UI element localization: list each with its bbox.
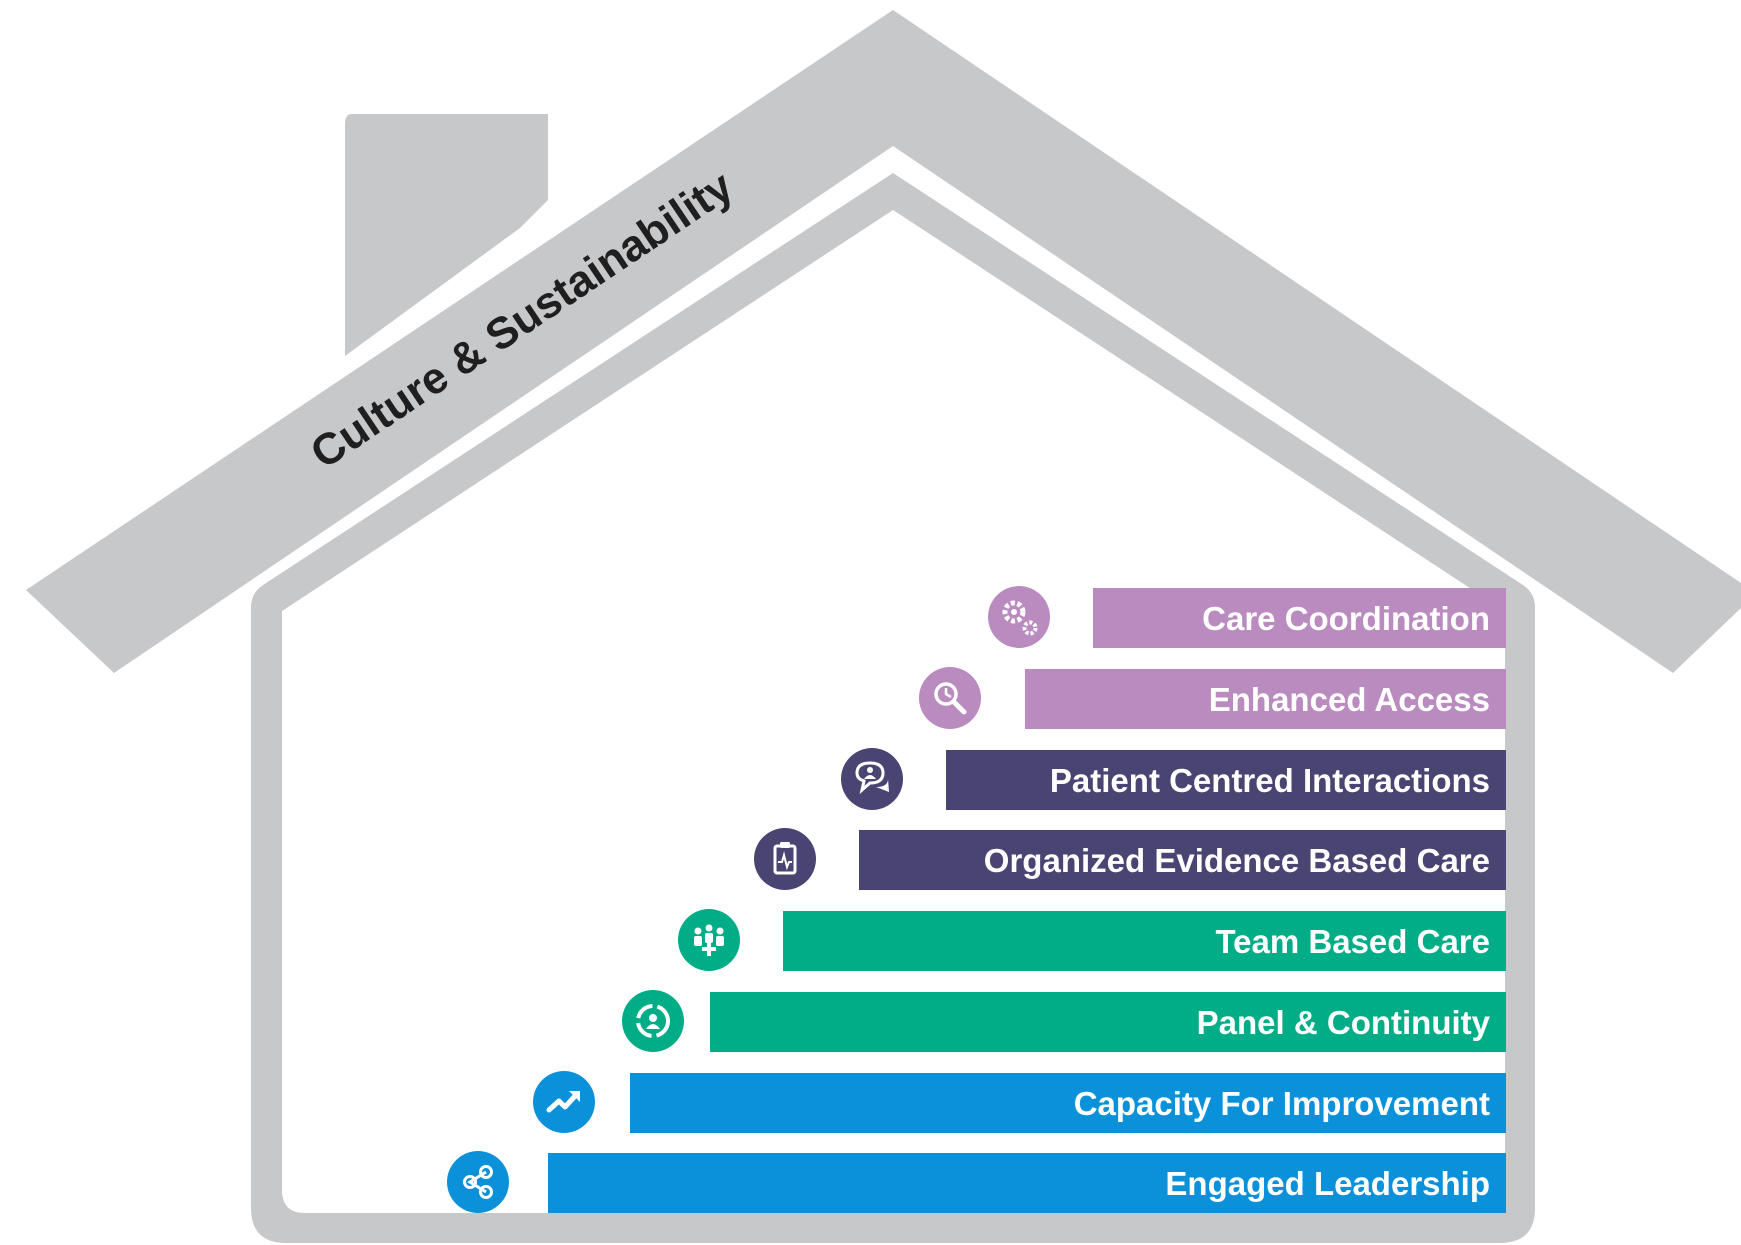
step-5: Team Based Care [678, 909, 1506, 971]
magnifier-clock-icon-glyph [934, 682, 967, 715]
step-label: Enhanced Access [1209, 681, 1490, 718]
share-nodes-icon [447, 1151, 509, 1213]
step-bar [859, 830, 1506, 890]
gears-icon [988, 586, 1050, 648]
step-bar [630, 1073, 1506, 1133]
step-4: Organized Evidence Based Care [754, 828, 1506, 890]
magnifier-clock-icon [919, 667, 981, 729]
cycle-person-icon [622, 990, 684, 1052]
step-label: Care Coordination [1202, 600, 1490, 637]
team-plus-icon [678, 909, 740, 971]
step-label: Capacity For Improvement [1074, 1085, 1490, 1122]
clipboard-pulse-icon [754, 828, 816, 890]
step-bar [1025, 669, 1506, 729]
chat-person-icon [841, 748, 903, 810]
step-bar [1093, 588, 1506, 648]
step-bar [783, 911, 1506, 971]
step-6: Panel & Continuity [622, 990, 1506, 1052]
clipboard-pulse-icon-glyph [773, 842, 797, 875]
step-bar [946, 750, 1506, 810]
roof [26, 10, 1741, 673]
step-bar [710, 992, 1506, 1052]
step-7: Capacity For Improvement [533, 1071, 1506, 1133]
step-label: Patient Centred Interactions [1050, 762, 1490, 799]
team-plus-icon-glyph [694, 924, 724, 956]
trend-up-icon-glyph [546, 1091, 580, 1113]
step-2: Enhanced Access [919, 667, 1506, 729]
chimney [345, 114, 548, 356]
step-bar [548, 1153, 1506, 1213]
step-8: Engaged Leadership [447, 1151, 1506, 1213]
step-label: Organized Evidence Based Care [984, 842, 1490, 879]
chat-person-icon-glyph [855, 761, 889, 795]
step-label: Panel & Continuity [1197, 1004, 1491, 1041]
step-3: Patient Centred Interactions [841, 748, 1506, 810]
gears-icon-glyph [1002, 600, 1038, 636]
share-nodes-icon-glyph [463, 1165, 493, 1199]
cycle-person-icon-glyph [636, 1004, 670, 1038]
step-1: Care Coordination [988, 586, 1506, 648]
step-label: Team Based Care [1215, 923, 1490, 960]
step-label: Engaged Leadership [1165, 1165, 1490, 1202]
trend-up-icon [533, 1071, 595, 1133]
